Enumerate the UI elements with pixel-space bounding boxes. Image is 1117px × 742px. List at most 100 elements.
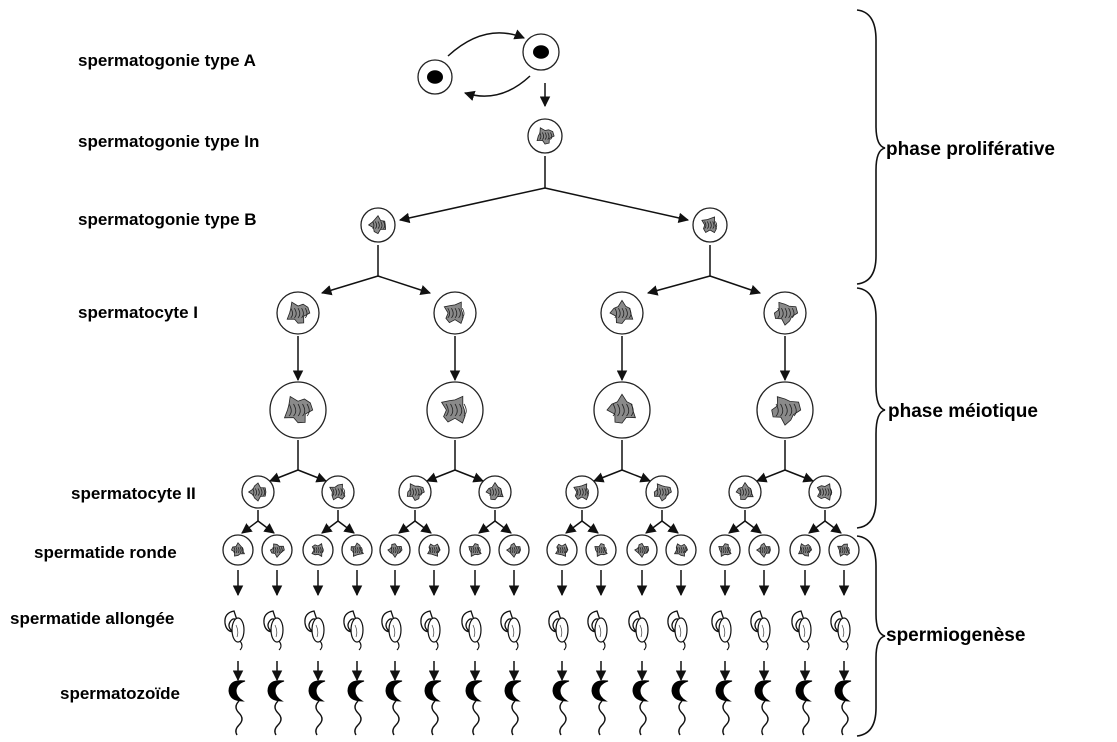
nucleus xyxy=(485,481,504,501)
nucleus xyxy=(735,481,754,501)
arrow-c1-to-c2 xyxy=(784,469,814,483)
elongated-spermatid-tail xyxy=(358,640,362,651)
chromatin xyxy=(704,221,718,229)
chromatin xyxy=(470,546,481,554)
arrow-c2-to-spermatid xyxy=(398,520,416,534)
chromatin xyxy=(676,546,687,554)
arrow-c1-to-c2 xyxy=(269,469,299,483)
spermatozoon-head xyxy=(715,680,733,702)
nucleus xyxy=(797,543,813,557)
chromatin xyxy=(539,132,553,140)
arrow-c2-to-spermatid xyxy=(337,520,355,534)
spermatozoon-head xyxy=(834,680,852,702)
nucleus xyxy=(653,483,672,502)
chromatin xyxy=(614,307,632,319)
nucleus xyxy=(350,542,364,557)
chromatin xyxy=(290,307,308,319)
nucleus-dense xyxy=(427,70,443,84)
spermatozoon-tail xyxy=(559,700,567,736)
elongated-spermatid-tail xyxy=(682,640,686,651)
chromatin xyxy=(612,403,634,417)
elongated-spermatid-tail xyxy=(476,640,480,651)
elongated-spermatid-tail xyxy=(726,640,730,651)
chromatin xyxy=(509,546,520,554)
elongated-spermatid-detail xyxy=(802,624,806,638)
chromatin xyxy=(409,488,423,496)
spermatozoon-tail xyxy=(431,700,439,736)
chromatin xyxy=(739,488,753,496)
elongated-spermatid-tail xyxy=(278,640,282,651)
renewal-arrow-bottom xyxy=(463,75,531,101)
spermatozoon-tail xyxy=(841,700,849,736)
elongated-spermatid-tail xyxy=(515,640,519,651)
nucleus xyxy=(367,214,387,235)
label-spermatide-allongee: spermatide allongée xyxy=(10,609,174,628)
chromatin xyxy=(557,546,568,554)
spermatozoon-head xyxy=(795,680,813,702)
chromatin xyxy=(313,546,324,554)
chromatin xyxy=(819,488,833,496)
chromatin xyxy=(800,546,811,554)
elongated-spermatid-tail xyxy=(845,640,849,651)
spermatozoon-tail xyxy=(392,700,400,736)
label-spermatogonie-type-in: spermatogonie type In xyxy=(78,132,259,151)
elongated-spermatid-detail xyxy=(472,624,476,638)
nucleus xyxy=(468,543,482,558)
elongated-spermatid-tail xyxy=(563,640,567,651)
brace-spermiogenese xyxy=(856,535,886,737)
nucleus xyxy=(443,301,464,324)
arrow-c2-to-spermatid xyxy=(661,520,679,534)
nucleus xyxy=(594,543,608,558)
arrow-c1-to-c2 xyxy=(593,469,623,483)
elongated-spermatid-tail xyxy=(239,640,243,651)
nucleus xyxy=(718,543,732,558)
spermatozoon-tail xyxy=(761,700,769,736)
nucleus xyxy=(387,543,403,559)
elongated-spermatid-detail xyxy=(722,624,726,638)
arrow-c2-to-spermatid xyxy=(494,520,512,534)
chromatin xyxy=(288,403,310,417)
chromatin xyxy=(839,546,850,554)
spermatozoon-tail xyxy=(639,700,647,736)
brace-proliferative xyxy=(856,9,886,285)
elongated-spermatid-detail xyxy=(559,624,563,638)
chromatin xyxy=(720,546,731,554)
spermatozoon-tail xyxy=(472,700,480,736)
nucleus xyxy=(536,127,555,145)
arrow-c2-to-spermatid xyxy=(728,520,746,534)
spermatozoon-head xyxy=(591,680,609,702)
nucleus xyxy=(609,299,634,324)
nucleus xyxy=(286,301,311,324)
arrow-c2-to-spermatid xyxy=(808,520,826,534)
arrow-in-to-b-left xyxy=(398,187,546,224)
label-spermatocyte-1: spermatocyte I xyxy=(78,303,198,322)
nucleus xyxy=(634,542,650,559)
nucleus xyxy=(427,543,441,557)
nucleus xyxy=(231,542,246,557)
chromatin xyxy=(352,546,363,554)
arrow-c1-to-c2 xyxy=(621,469,651,483)
spermiogenese-label: spermiogenèse xyxy=(886,625,1025,646)
chromatin xyxy=(429,546,440,554)
arrow-c2-to-spermatid xyxy=(241,520,259,534)
spermatozoon-head xyxy=(228,680,246,702)
elongated-spermatid-tail xyxy=(602,640,606,651)
nucleus xyxy=(755,542,771,558)
label-spermatogonie-type-b: spermatogonie type B xyxy=(78,210,257,229)
elongated-spermatid-tail xyxy=(396,640,400,651)
spermatozoon-tail xyxy=(315,700,323,736)
arrow-c1-to-c2 xyxy=(297,469,327,483)
spermatozoon-tail xyxy=(598,700,606,736)
label-spermatocyte-2: spermatocyte II xyxy=(71,484,196,503)
spermatozoon-head xyxy=(424,680,442,702)
label-spermatogonie-type-a: spermatogonie type A xyxy=(78,51,256,70)
arrow-c2-to-spermatid xyxy=(321,520,339,534)
elongated-spermatid-detail xyxy=(354,624,358,638)
spermatozoon-head xyxy=(632,680,650,702)
elongated-spermatid-detail xyxy=(639,624,643,638)
nucleus xyxy=(283,395,314,424)
arrow-b-to-c1 xyxy=(320,275,379,296)
spermatozoon-tail xyxy=(678,700,686,736)
nucleus xyxy=(505,542,521,558)
